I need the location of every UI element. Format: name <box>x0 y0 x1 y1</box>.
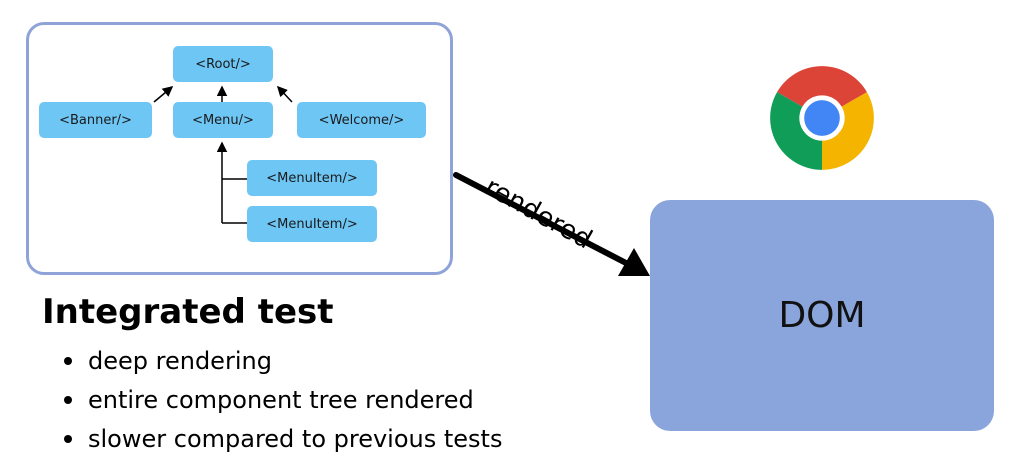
chrome-icon <box>770 66 874 170</box>
menu-item-node: <MenuItem/> <box>247 206 377 242</box>
banner-node: <Banner/> <box>39 102 152 138</box>
welcome-node: <Welcome/> <box>297 102 426 138</box>
dom-label: DOM <box>778 295 866 336</box>
component-tree-panel: <Root/> <Banner/> <Menu/> <Welcome/> <Me… <box>26 22 453 275</box>
tree-connectors <box>153 85 293 224</box>
menu-item-node: <MenuItem/> <box>247 160 377 196</box>
edge-welcome-root <box>276 85 293 103</box>
bullet-item: slower compared to previous tests <box>62 420 502 459</box>
edge-banner-root <box>153 86 174 103</box>
bullet-list: deep rendering entire component tree ren… <box>62 342 502 459</box>
root-node: <Root/> <box>173 46 273 82</box>
menu-node: <Menu/> <box>173 102 273 138</box>
bullet-item: deep rendering <box>62 342 502 381</box>
dom-box: DOM <box>650 200 994 431</box>
bullet-item: entire component tree rendered <box>62 381 502 420</box>
section-heading: Integrated test <box>42 292 334 332</box>
arrowhead-icon <box>618 248 650 276</box>
